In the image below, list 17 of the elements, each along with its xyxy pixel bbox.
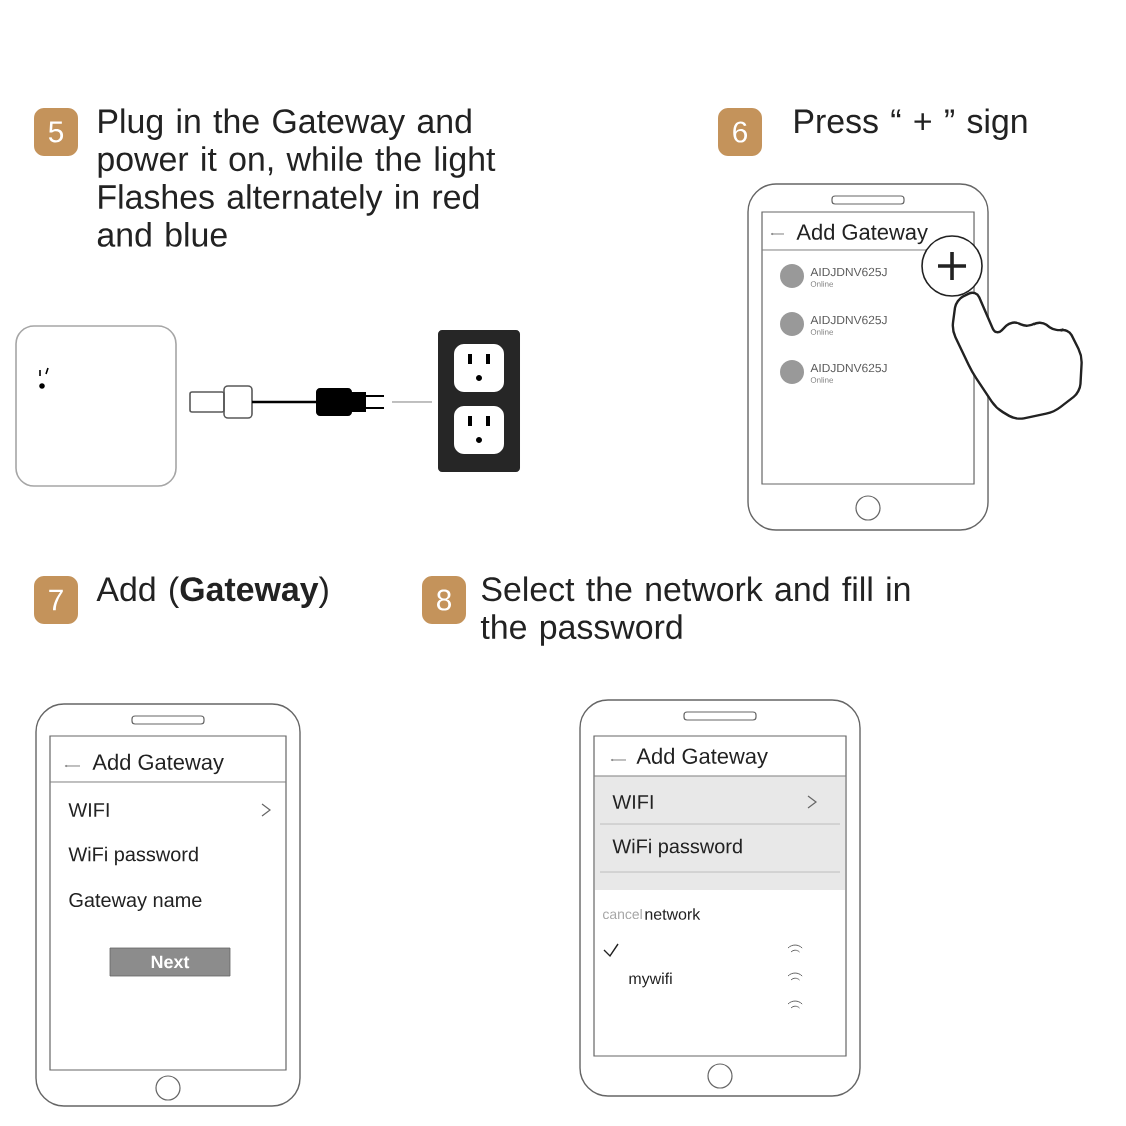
menu-item: WIFI — [68, 803, 109, 817]
screen-title: Add Gateway — [636, 747, 768, 769]
next-button: Next — [109, 947, 231, 977]
step-text: Plug in the Gateway and power it on, while the light Flashes alternately in red and blue — [97, 108, 496, 247]
step-text: Select the network and fill in the password — [480, 576, 910, 646]
menu-item: Gateway name — [69, 893, 202, 911]
menu-item: WIFI — [612, 795, 653, 809]
step-text: Add (Gateway) — [96, 576, 328, 608]
screen-title: Add Gateway — [92, 753, 224, 775]
step-text: Press “ + ” sign — [795, 108, 1027, 140]
step-badge: 8 — [422, 576, 466, 624]
step-badge: 6 — [718, 108, 762, 156]
screen-title: Add Gateway — [796, 223, 928, 245]
menu-item: WiFi password — [68, 846, 198, 866]
menu-item: WiFi password — [612, 838, 742, 858]
step-badge: 7 — [34, 576, 78, 624]
step-badge: 5 — [34, 108, 78, 156]
